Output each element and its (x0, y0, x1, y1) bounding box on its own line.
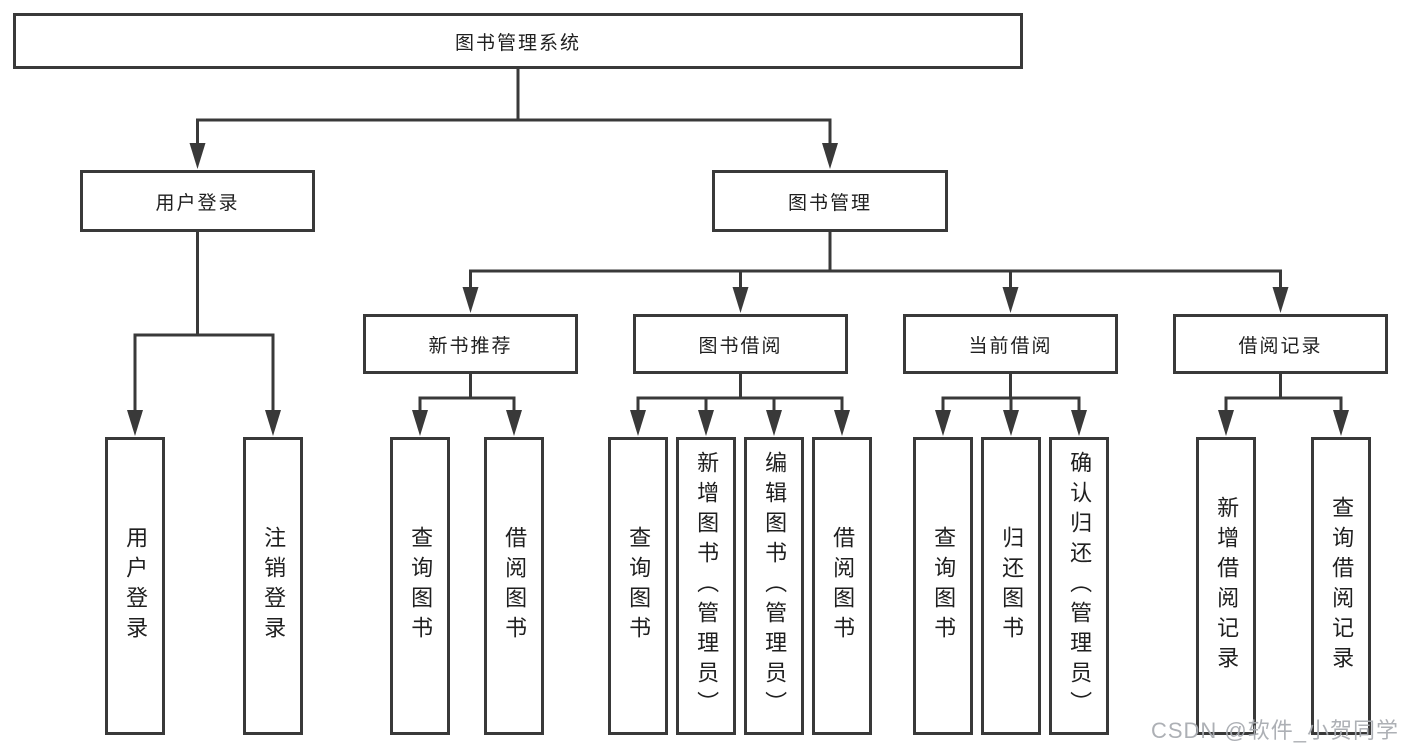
node-label: 查询图书 (931, 526, 957, 646)
node-cb-return: 归还图书 (981, 437, 1041, 735)
watermark-text: CSDN @软件_小贺同学 (1150, 718, 1399, 743)
node-cb-confirm: 确认归还（管理员） (1049, 437, 1109, 735)
arrowhead-icon (732, 287, 749, 313)
connector-path (133, 67, 1343, 418)
node-ul-logout: 注销登录 (243, 437, 303, 735)
arrowhead-icon (1071, 410, 1087, 436)
node-label: 注销登录 (261, 526, 287, 646)
arrowhead-icon (1272, 287, 1289, 313)
node-ul-login: 用户登录 (105, 437, 165, 735)
node-br-add: 新增借阅记录 (1196, 437, 1256, 735)
node-book-borrow: 图书借阅 (633, 314, 848, 374)
arrowhead-icon (462, 287, 479, 313)
node-current-borrow: 当前借阅 (903, 314, 1118, 374)
arrowhead-icon (265, 410, 281, 436)
node-bb-query: 查询图书 (608, 437, 668, 735)
node-bb-borrow: 借阅图书 (812, 437, 872, 735)
node-label: 图书管理 (787, 192, 872, 214)
node-label: 编辑图书（管理员） (762, 451, 788, 721)
node-label: 新增借阅记录 (1214, 496, 1240, 676)
node-label: 新增图书（管理员） (694, 451, 720, 721)
arrowhead-icon (412, 410, 428, 436)
node-label: 借阅记录 (1238, 335, 1323, 357)
node-label: 借阅图书 (502, 526, 528, 646)
node-label: 查询图书 (626, 526, 652, 646)
arrowhead-icon (189, 143, 206, 169)
node-nb-query: 查询图书 (390, 437, 450, 735)
node-label: 确认归还（管理员） (1067, 451, 1093, 721)
arrowhead-icon (630, 410, 646, 436)
arrowhead-icon (127, 410, 143, 436)
node-user-login: 用户登录 (80, 170, 315, 232)
arrowhead-icon (506, 410, 522, 436)
node-label: 用户登录 (155, 192, 240, 214)
arrowhead-icon (1333, 410, 1349, 436)
arrowhead-icon (822, 143, 838, 169)
node-br-query: 查询借阅记录 (1311, 437, 1371, 735)
node-new-book: 新书推荐 (363, 314, 578, 374)
node-bb-edit: 编辑图书（管理员） (744, 437, 804, 735)
node-label: 新书推荐 (428, 335, 513, 357)
arrowhead-icon (1218, 410, 1234, 436)
node-label: 图书借阅 (698, 335, 783, 357)
node-nb-borrow: 借阅图书 (484, 437, 544, 735)
node-label: 当前借阅 (968, 335, 1053, 357)
arrowhead-icon (1002, 287, 1019, 313)
arrowhead-icon (834, 410, 850, 436)
node-cb-query: 查询图书 (913, 437, 973, 735)
node-label: 归还图书 (999, 526, 1025, 646)
node-label: 用户登录 (123, 526, 149, 646)
arrowhead-icon (698, 410, 714, 436)
node-label: 查询借阅记录 (1329, 496, 1355, 676)
arrowhead-icon (766, 410, 782, 436)
connector-arrows (127, 143, 1349, 436)
node-root: 图书管理系统 (13, 13, 1023, 69)
node-label: 图书管理系统 (454, 32, 581, 54)
node-book-mgmt: 图书管理 (712, 170, 948, 232)
node-bb-add: 新增图书（管理员） (676, 437, 736, 735)
arrowhead-icon (935, 410, 951, 436)
node-label: 查询图书 (408, 526, 434, 646)
node-label: 借阅图书 (830, 526, 856, 646)
arrowhead-icon (1003, 410, 1019, 436)
node-borrow-record: 借阅记录 (1173, 314, 1388, 374)
